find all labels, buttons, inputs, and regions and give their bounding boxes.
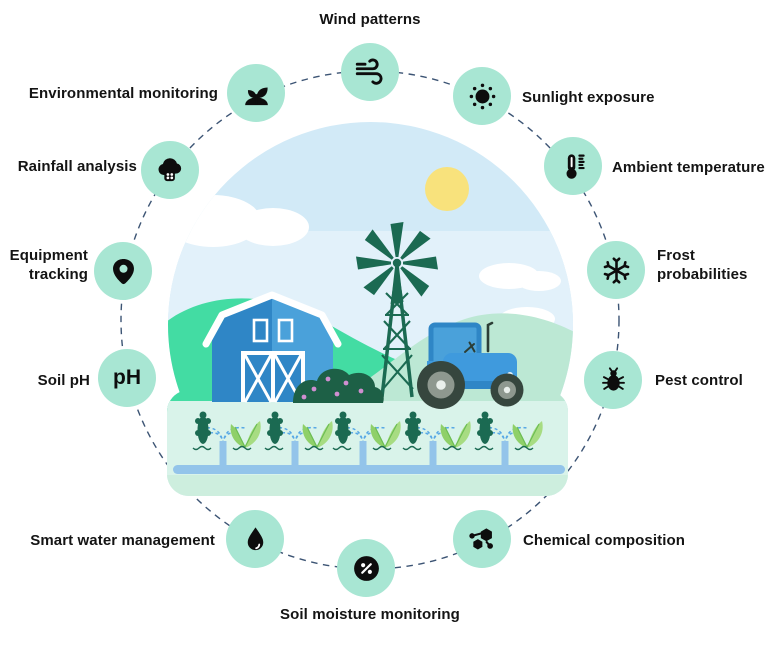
ring-node-sunlight-exposure [453,67,511,125]
farm-illustration [167,122,573,496]
windmill [356,222,438,398]
label-rainfall-analysis: Rainfall analysis [17,158,137,175]
ground-strip [167,475,573,496]
ph-text-icon: pH [113,366,141,389]
ring-node-chemical-composition [453,510,511,568]
sun [425,167,469,211]
location-pin-icon [112,258,134,284]
sun-icon [469,83,495,109]
label-environmental-monitoring: Environmental monitoring [28,85,218,102]
bug-icon [601,366,625,391]
wind-icon [355,58,383,85]
label-soil-ph: Soil pH [37,372,90,389]
ring-node-soil-moisture-monitoring [337,539,395,597]
molecule-icon [468,527,493,549]
ring-node-frost-probabilities [587,241,645,299]
irrigation-pipe [173,465,565,474]
ring-node-environmental-monitoring [227,64,285,122]
label-chemical-composition: Chemical composition [523,532,686,549]
percent-icon [353,555,379,581]
ring-node-rainfall-analysis [141,141,199,199]
label-soil-moisture-monitoring: Soil moisture monitoring [280,606,460,623]
crop-row [173,410,565,474]
ring-node-pest-control [584,351,642,409]
label-sunlight-exposure: Sunlight exposure [522,89,655,106]
label-smart-water-management: Smart water management [30,532,215,549]
barn [202,291,342,403]
ring-node-ambient-temperature [544,137,602,195]
ring-node-equipment-tracking [94,242,152,300]
ring-node-wind-patterns [341,43,399,101]
label-frost-probabilities: Frost probabilities [657,247,748,284]
rain-cloud-icon [157,157,181,181]
tractor [417,321,524,409]
label-ambient-temperature: Ambient temperature [612,159,765,176]
ring-node-smart-water-management [226,510,284,568]
ring-node-soil-ph: pH [98,349,156,407]
berry-bush [293,368,384,403]
label-equipment-tracking: Equipment tracking [9,247,88,284]
label-pest-control: Pest control [655,372,743,389]
water-drop-icon [247,526,263,550]
label-wind-patterns: Wind patterns [319,11,421,28]
snowflake-icon [603,256,629,284]
sprout-icon [244,87,268,105]
thermometer-icon [566,153,585,179]
